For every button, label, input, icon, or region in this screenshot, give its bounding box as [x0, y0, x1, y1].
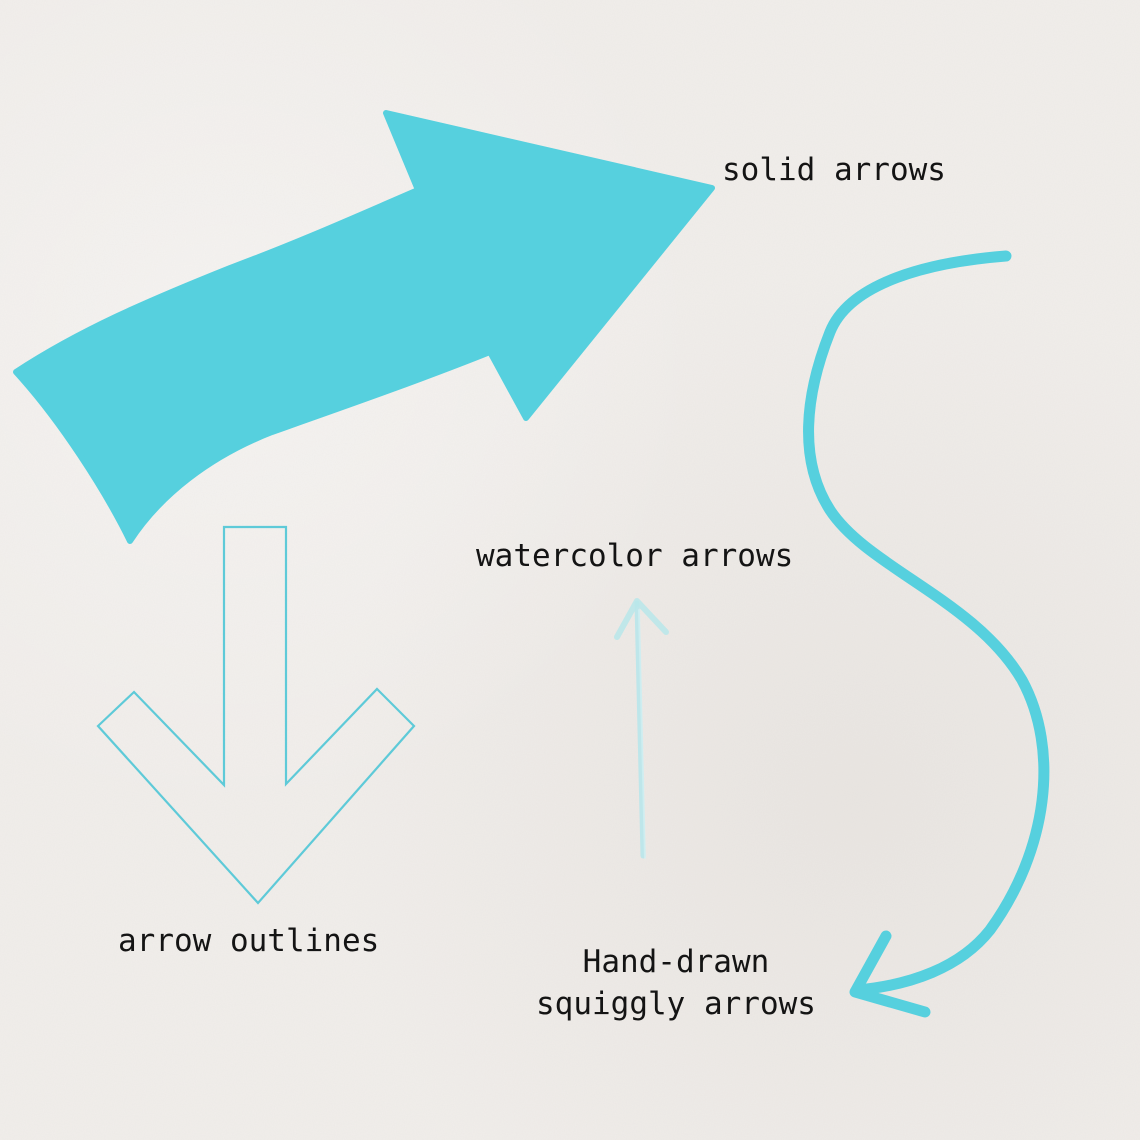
solid-arrows-label: solid arrows — [722, 152, 946, 188]
curved-solid-arrow-icon — [13, 110, 715, 544]
outline-down-arrow-icon — [96, 525, 416, 905]
squiggly-label-line-2: squiggly arrows — [536, 985, 816, 1022]
watercolor-up-arrow-icon — [614, 598, 669, 859]
watercolor-arrows-label: watercolor arrows — [476, 538, 794, 574]
squiggly-arrows-label: Hand-drawn squiggly arrows — [536, 942, 816, 1026]
squiggly-label-line-1: Hand-drawn — [582, 944, 770, 980]
arrow-outlines-label: arrow outlines — [118, 923, 380, 959]
squiggly-arrow-icon — [803, 250, 1050, 1018]
